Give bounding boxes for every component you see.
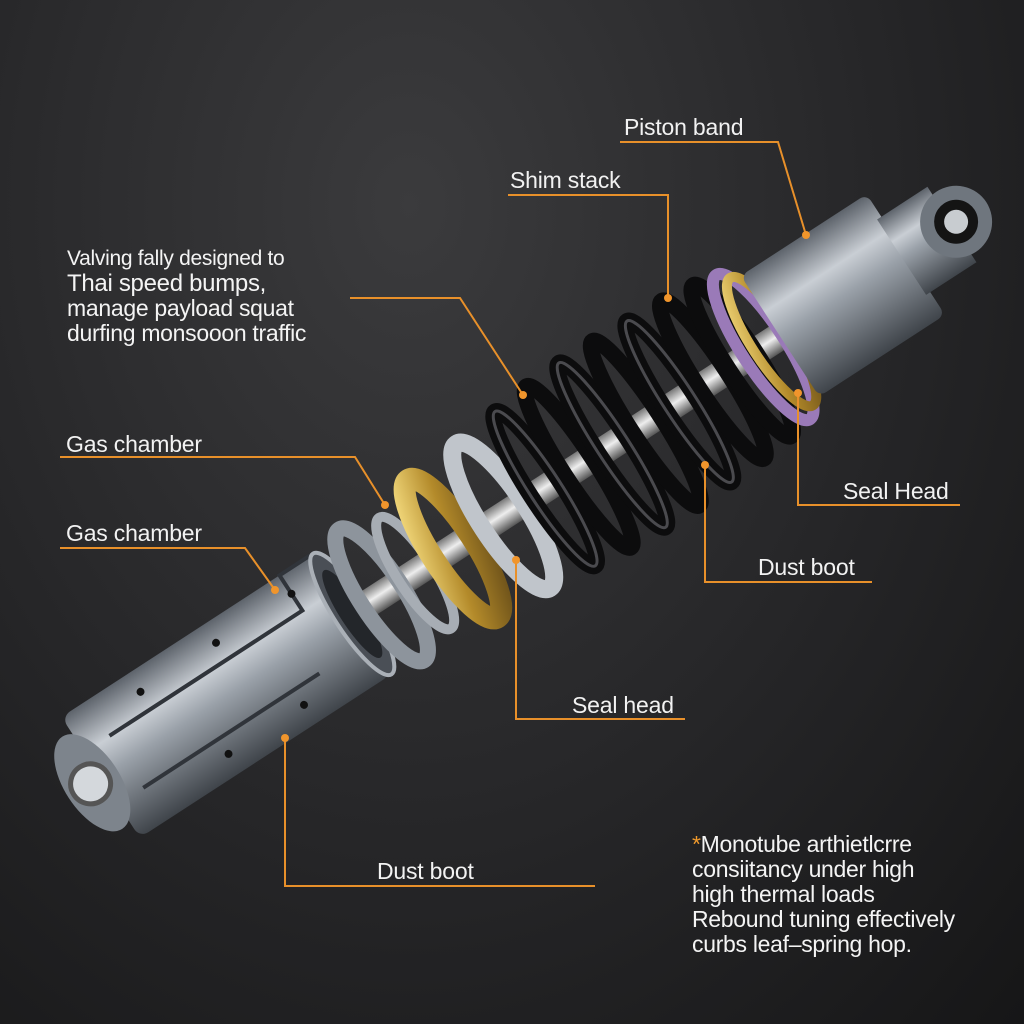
note-left: Valving fally designed to Thai speed bum… <box>67 246 306 346</box>
leader-seal-head-lower <box>515 560 685 720</box>
leader-seal-head-upper <box>797 393 960 506</box>
leader-shim-stack <box>508 194 669 298</box>
upper-body <box>706 185 993 427</box>
ring-gold <box>393 467 513 630</box>
ring-silver <box>443 433 564 599</box>
note-left-line: durfing monsooon traffic <box>67 320 307 346</box>
label-gas-chamber-1: Gas chamber <box>66 431 202 457</box>
asterisk: * <box>692 831 701 857</box>
leader-dust-boot-lower <box>284 738 595 887</box>
leader-valving <box>350 297 524 396</box>
note-right-line: high thermal loads <box>692 881 875 907</box>
note-right: *Monotube arthietlcrre consiitancy under… <box>692 832 955 957</box>
label-dust-boot-lower: Dust boot <box>377 858 474 884</box>
leader-dust-boot-upper <box>704 465 872 583</box>
note-right-line: curbs leaf–spring hop. <box>692 931 912 957</box>
label-seal-head-lower: Seal head <box>572 692 674 718</box>
label-shim-stack: Shim stack <box>510 167 621 193</box>
note-left-line: Thai speed bumps, <box>67 270 267 297</box>
label-piston-band: Piston band <box>624 114 744 140</box>
leader-gas-chamber-1 <box>60 456 386 506</box>
label-dust-boot-upper: Dust boot <box>758 554 855 580</box>
leader-lines <box>60 141 960 887</box>
label-gas-chamber-2: Gas chamber <box>66 520 202 546</box>
lower-body <box>54 550 397 834</box>
leader-dots <box>271 231 810 742</box>
note-right-line: Monotube arthietlcrre <box>700 831 912 857</box>
label-seal-head-upper: Seal Head <box>843 478 949 504</box>
note-left-line: Valving fally designed to <box>67 247 285 270</box>
note-left-line: manage payload squat <box>67 295 294 321</box>
leader-piston-band <box>620 141 807 236</box>
note-right-line: Rebound tuning effectively <box>692 906 955 932</box>
note-right-line: consiitancy under high <box>692 856 915 882</box>
lower-eye <box>68 761 114 807</box>
leader-gas-chamber-2 <box>60 547 276 591</box>
